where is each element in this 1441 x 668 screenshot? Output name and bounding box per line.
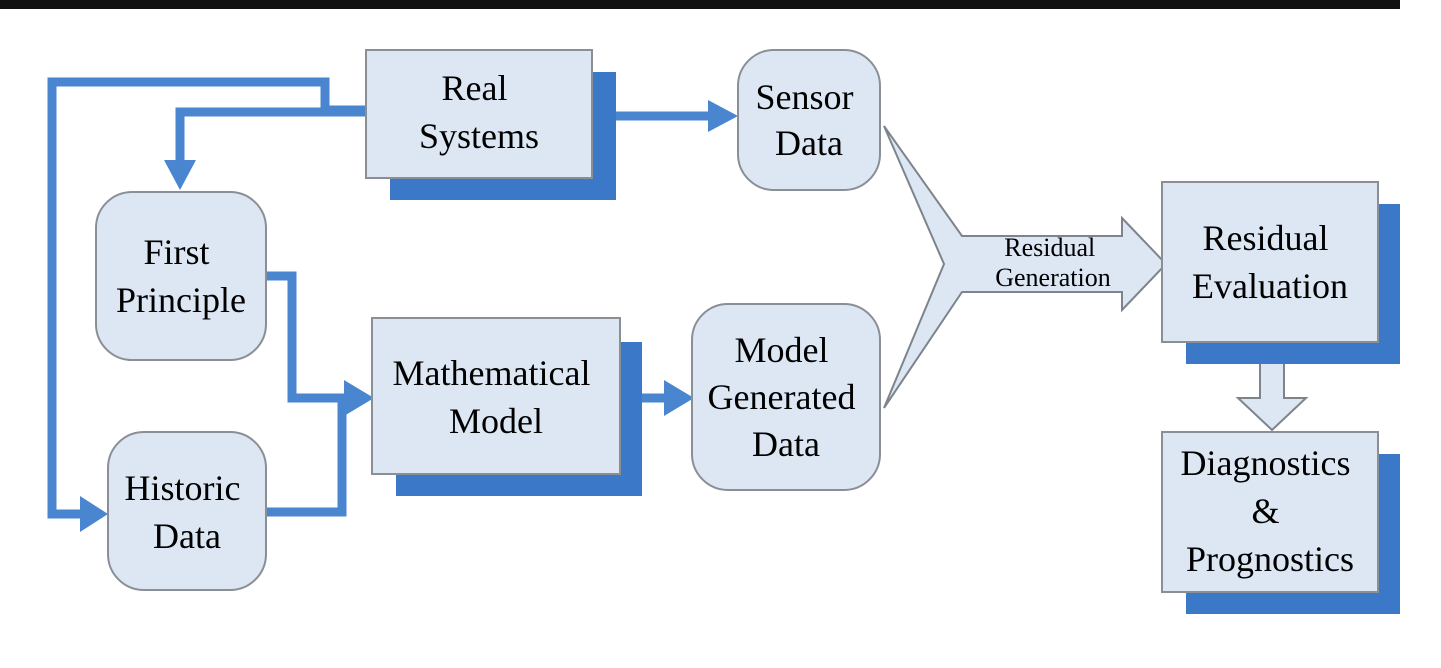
sensor-data-line-2: Data bbox=[775, 123, 843, 163]
arrowhead-model bbox=[344, 380, 374, 416]
node-mathematical-model: Mathematical Model bbox=[371, 317, 642, 496]
mathematical-model-line-2: Model bbox=[449, 401, 543, 441]
arrowhead-generated bbox=[664, 380, 694, 416]
svg-text:Diagnostics & Prog: Diagnostics & Prognostics bbox=[1181, 443, 1360, 579]
node-real-systems: Real Systems bbox=[365, 49, 616, 200]
residual-generation-line-1: Residual bbox=[1004, 233, 1095, 262]
residual-generation-line-2: Generation bbox=[995, 263, 1111, 292]
node-model-generated-data: Model Generated Data bbox=[691, 303, 881, 491]
diagnostics-line-3: Prognostics bbox=[1186, 539, 1354, 579]
svg-text:Model Generated Da: Model Generated Data bbox=[708, 330, 865, 464]
mathematical-model-line-1: Mathematical bbox=[393, 353, 591, 393]
arrow-historic-to-model bbox=[262, 393, 350, 517]
residual-evaluation-line-1: Residual bbox=[1203, 218, 1329, 258]
diagnostics-line-1: Diagnostics bbox=[1181, 443, 1351, 483]
model-generated-data-line-1: Model bbox=[735, 330, 829, 370]
real-systems-line-1: Real bbox=[442, 68, 508, 108]
residual-generation-arrow bbox=[883, 125, 1168, 409]
svg-text:Historic Data: Historic Data bbox=[125, 468, 250, 556]
node-diagnostics-prognostics: Diagnostics & Prognostics bbox=[1161, 431, 1400, 614]
first-principle-line-1: First bbox=[143, 232, 209, 272]
arrowhead-first-principle bbox=[164, 160, 196, 190]
model-generated-data-line-2: Generated bbox=[708, 377, 856, 417]
residual-evaluation-line-2: Evaluation bbox=[1192, 266, 1348, 306]
top-rule bbox=[0, 0, 1400, 9]
first-principle-line-2: Principle bbox=[116, 280, 246, 320]
arrowhead-historic bbox=[80, 496, 108, 532]
svg-text:Real Systems: Real Systems bbox=[419, 68, 539, 156]
svg-text:Sensor Data: Sensor Data bbox=[756, 77, 863, 163]
svg-text:Residual Evaluation: Residual Evaluation bbox=[1192, 218, 1348, 306]
model-generated-data-line-3: Data bbox=[752, 424, 820, 464]
arrowhead-sensor bbox=[708, 100, 738, 132]
node-sensor-data: Sensor Data bbox=[737, 49, 881, 191]
diagnostics-line-2: & bbox=[1251, 491, 1279, 531]
real-systems-line-2: Systems bbox=[419, 116, 539, 156]
arrow-real-to-first-principle bbox=[175, 107, 368, 162]
svg-text:First Principle: First Principle bbox=[116, 232, 246, 320]
residual-generation-label: Residual Generation bbox=[995, 233, 1111, 292]
node-historic-data: Historic Data bbox=[107, 431, 267, 591]
node-residual-evaluation: Residual Evaluation bbox=[1161, 181, 1400, 364]
svg-text:Mathematical Model: Mathematical Model bbox=[393, 353, 600, 441]
node-first-principle: First Principle bbox=[95, 191, 267, 361]
sensor-data-line-1: Sensor bbox=[756, 77, 854, 117]
historic-data-line-1: Historic bbox=[125, 468, 241, 508]
historic-data-line-2: Data bbox=[153, 516, 221, 556]
arrow-first-principle-to-model bbox=[262, 271, 350, 403]
